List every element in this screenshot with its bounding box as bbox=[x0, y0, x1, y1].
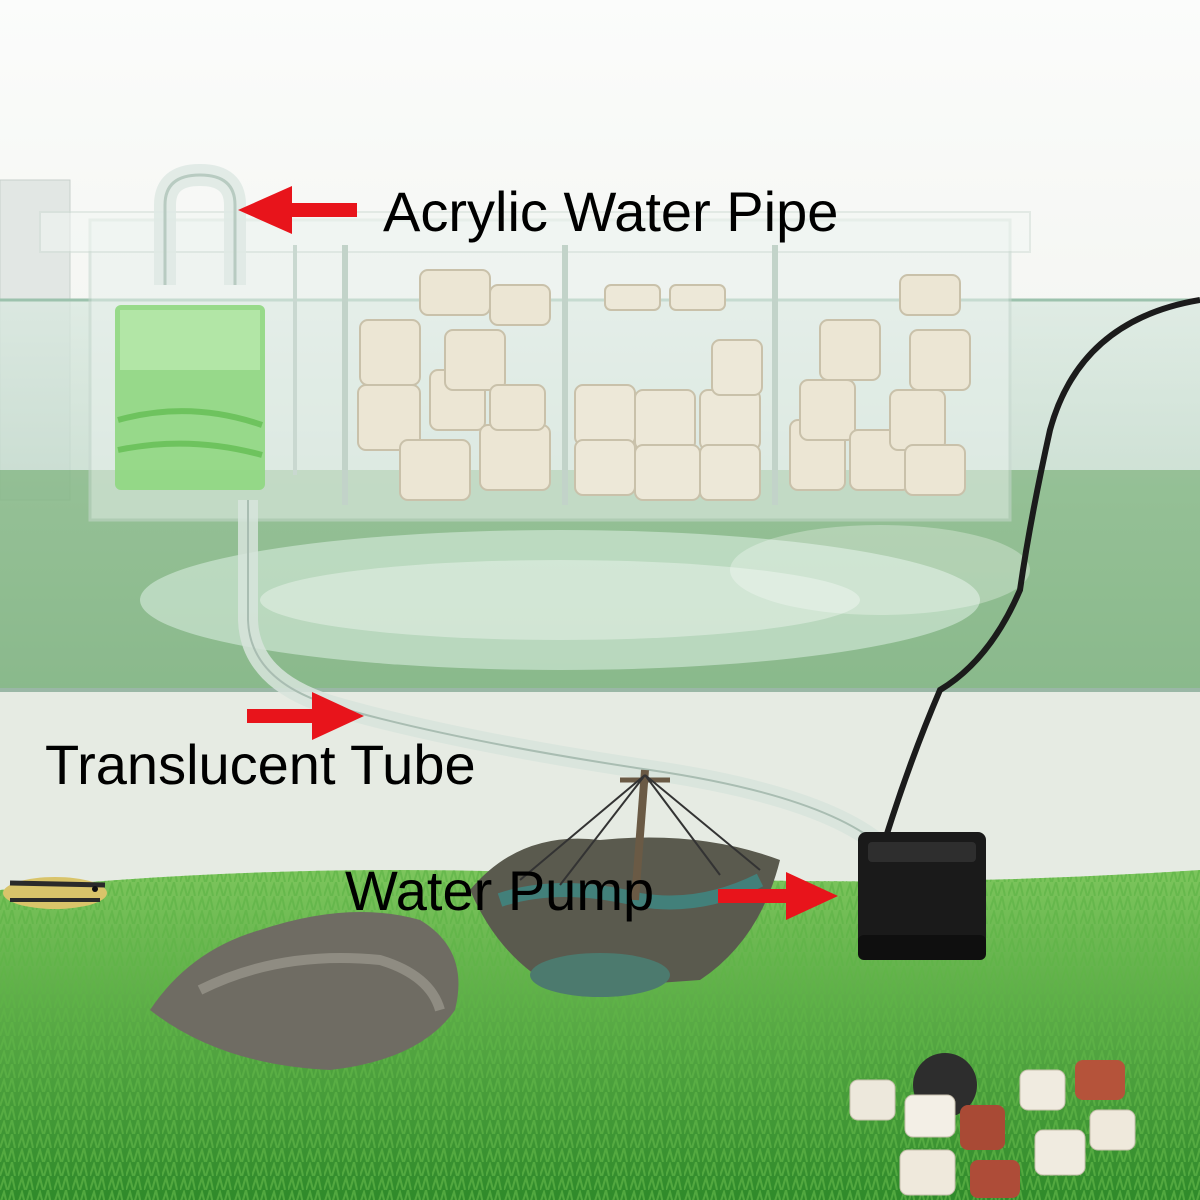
water-pump bbox=[858, 832, 986, 960]
acrylic-water-pipe-label: Acrylic Water Pipe bbox=[383, 180, 839, 243]
arrow-left-icon bbox=[238, 186, 357, 234]
water-pump-label: Water Pump bbox=[345, 859, 655, 922]
fish bbox=[3, 877, 107, 909]
power-cord bbox=[882, 297, 1200, 841]
ship-ornament bbox=[470, 769, 780, 997]
filter-media-pebbles bbox=[849, 1053, 1136, 1198]
arrow-right-icon bbox=[718, 872, 838, 920]
acrylic-filter-box bbox=[39, 163, 1031, 522]
translucent-tube-label: Translucent Tube bbox=[45, 733, 476, 796]
rock bbox=[150, 912, 459, 1070]
arrow-right-icon bbox=[247, 692, 364, 740]
